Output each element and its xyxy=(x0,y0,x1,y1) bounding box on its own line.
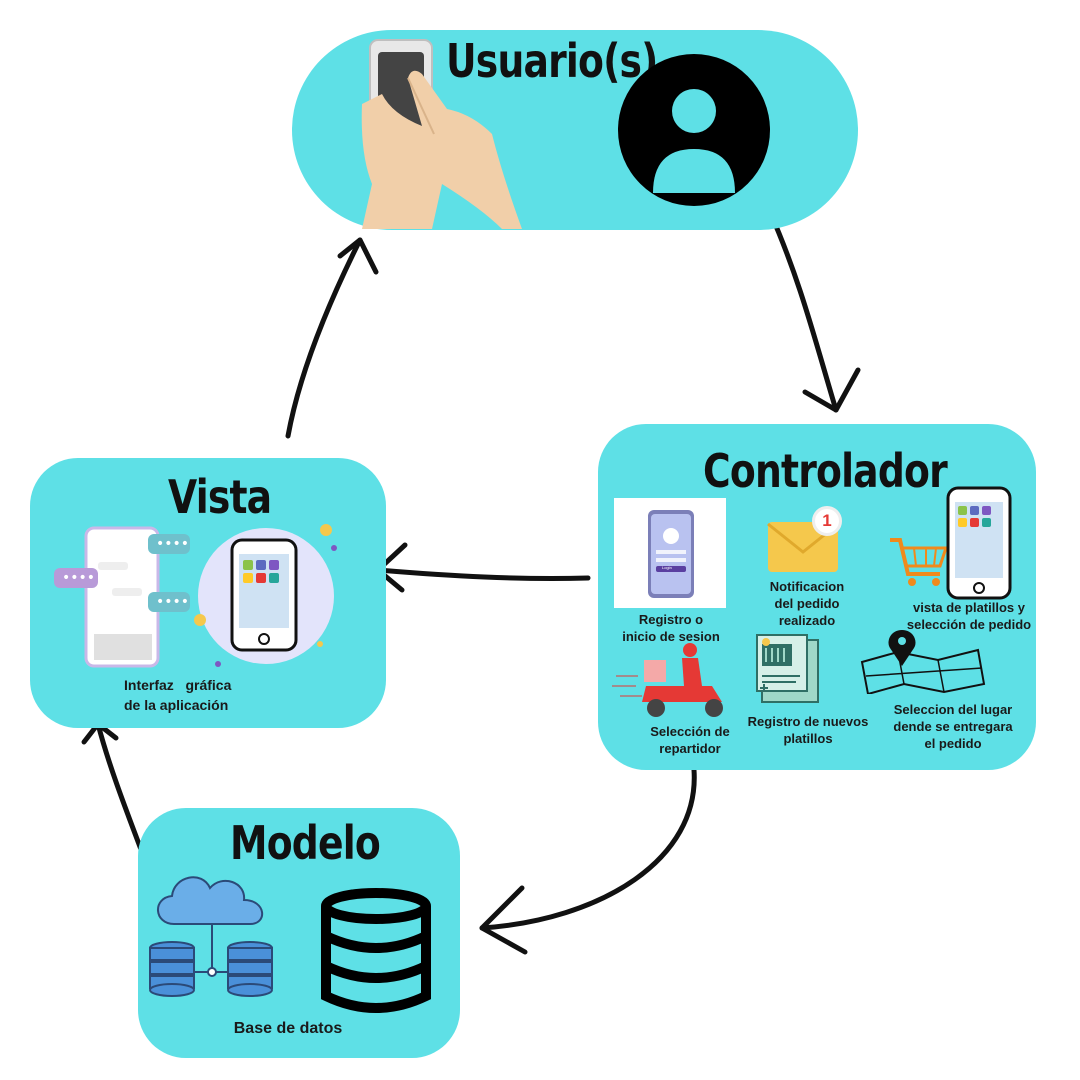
controlador-title: Controlador xyxy=(703,444,948,498)
caption-platillos: vista de platillos y selección de pedido xyxy=(906,600,1032,632)
modelo-caption: Base de datos xyxy=(233,1020,343,1037)
arrow-vista-to-usuarios xyxy=(285,237,363,439)
svg-text:••••: •••• xyxy=(62,570,95,586)
vista-title: Vista xyxy=(168,470,272,524)
hand-phone-icon xyxy=(361,39,522,229)
cloud-servers-icon xyxy=(149,876,273,997)
arrow-head-usuarios-controlador xyxy=(802,367,861,413)
caption-repartidor: Selección de repartidor xyxy=(650,724,730,756)
notification-badge: 1 xyxy=(812,506,842,536)
node-modelo xyxy=(138,808,460,1058)
user-avatar-icon xyxy=(618,54,770,206)
app-phone-icon xyxy=(946,486,1012,600)
register-form-icon xyxy=(756,634,819,703)
login-screen-thumbnail: Login xyxy=(614,498,726,608)
arrow-controlador-to-vista xyxy=(375,567,591,582)
map-location-icon xyxy=(860,630,986,694)
caption-lugar-entrega: Seleccion del lugar dende se entregara e… xyxy=(893,702,1013,751)
caption-nuevos-platillos: Registro de nuevos platillos xyxy=(747,714,869,746)
caption-notificacion: Notificacion del pedido realizado xyxy=(769,579,845,628)
delivery-scooter-icon xyxy=(612,643,723,717)
login-button-label: Login xyxy=(662,565,672,570)
chat-interface-icon: •••• •••• •••• xyxy=(54,526,190,668)
arrow-usuarios-to-controlador xyxy=(767,209,839,413)
usuarios-title: Usuario(s) xyxy=(446,34,658,88)
arrow-head-controlador-modelo xyxy=(479,885,528,955)
svg-text:••••: •••• xyxy=(156,536,189,552)
svg-text:••••: •••• xyxy=(156,594,189,610)
caption-registro: Registro o inicio de sesion xyxy=(622,612,720,644)
arrow-head-vista-usuarios xyxy=(337,237,379,275)
vista-caption: Interfaz gráfica de la aplicación xyxy=(124,677,232,713)
modelo-title: Modelo xyxy=(230,816,381,870)
arrow-controlador-to-modelo xyxy=(479,767,697,931)
shopping-cart-icon xyxy=(890,538,949,586)
app-screen-icon xyxy=(194,524,337,667)
database-icon xyxy=(321,888,431,1013)
